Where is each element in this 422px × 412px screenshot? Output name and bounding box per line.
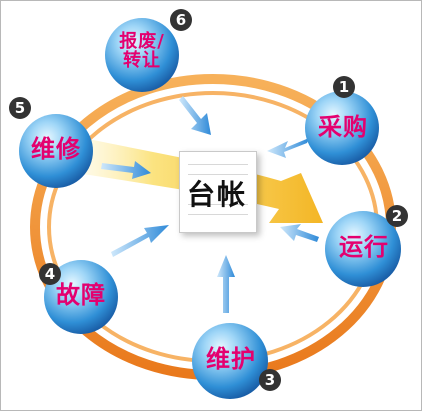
stage-sphere-repair xyxy=(19,114,93,188)
arrow-from-purchase xyxy=(267,138,309,158)
stage-label-scrap: 报废/ 转让 xyxy=(109,31,175,71)
stage-label-maintenance: 维护 xyxy=(206,345,256,373)
stage-sphere-operation xyxy=(325,211,401,287)
stage-sphere-scrap xyxy=(105,18,179,92)
stage-sphere-maintenance xyxy=(192,323,268,399)
badge-circle-4 xyxy=(39,263,61,285)
arrow-from-fault xyxy=(111,225,169,257)
badge-circle-1 xyxy=(333,76,355,98)
stage-label-purchase: 采购 xyxy=(318,113,368,141)
stage-label-repair: 维修 xyxy=(31,135,81,163)
stage-number-5: 5 xyxy=(14,99,26,117)
stage-number-3: 3 xyxy=(264,371,276,389)
stage-number-2: 2 xyxy=(391,207,403,225)
stage-number-4: 4 xyxy=(44,265,56,283)
arrow-from-repair xyxy=(101,161,151,179)
ledger-rule xyxy=(188,204,248,205)
stage-label-scrap-line1: 报废/ xyxy=(119,31,165,52)
stage-label-fault: 故障 xyxy=(56,281,106,309)
badge-circle-2 xyxy=(386,205,408,227)
arrow-from-maintenance xyxy=(217,255,235,313)
badge-circle-3 xyxy=(259,369,281,391)
arrow-from-operation xyxy=(280,224,319,242)
stage-label-operation: 运行 xyxy=(339,233,389,261)
ledger-rule xyxy=(188,214,248,215)
ledger-rule xyxy=(188,174,248,175)
badge-circle-5 xyxy=(9,97,31,119)
stage-sphere-fault xyxy=(44,260,118,334)
stage-sphere-purchase xyxy=(305,91,379,165)
ledger-label: 台帐 xyxy=(186,178,247,211)
stage-number-1: 1 xyxy=(338,78,350,96)
ledger-card xyxy=(179,151,257,233)
ledger-rule xyxy=(188,164,248,165)
stage-label-scrap-line2: 转让 xyxy=(123,49,161,71)
badge-circle-6 xyxy=(170,9,192,31)
arrow-from-scrap xyxy=(179,96,211,135)
stage-number-6: 6 xyxy=(175,11,187,29)
